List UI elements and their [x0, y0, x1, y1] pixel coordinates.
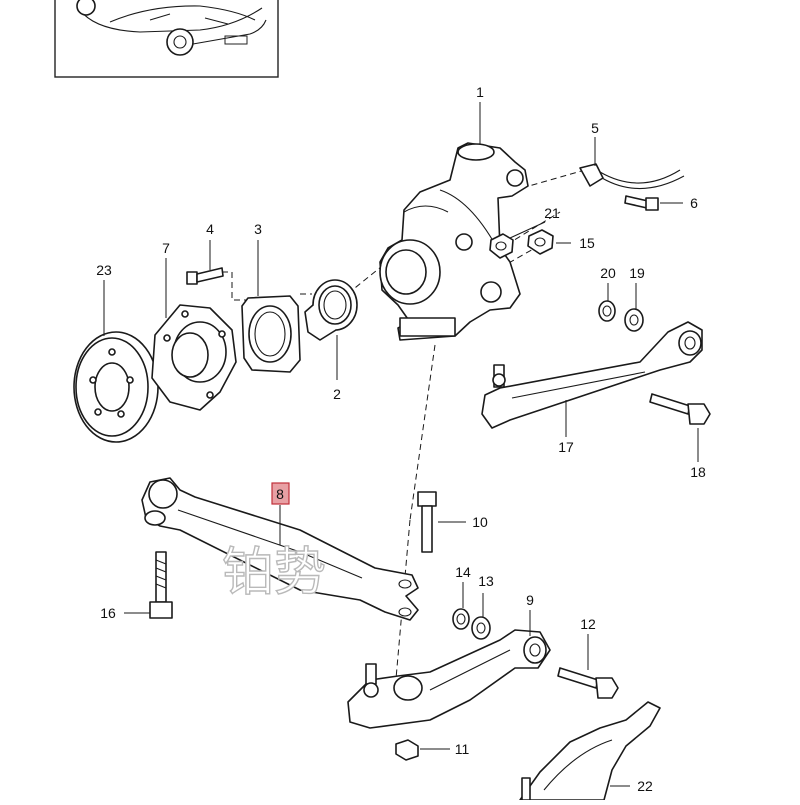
part-10-bolt: [417, 491, 437, 553]
callout-7: 7: [162, 240, 170, 256]
callout-10: 10: [472, 514, 488, 530]
part-12-bolt: [557, 667, 619, 699]
vehicle-thumbnail: [54, 0, 279, 78]
part-4-bolt: [186, 267, 224, 285]
part-15-nut: [527, 229, 554, 255]
watermark-text: 铂势: [222, 543, 326, 603]
callout-9: 9: [526, 592, 534, 608]
part-13-washer: [471, 616, 491, 640]
part-6-bolt: [624, 195, 659, 211]
callout-21: 21: [544, 205, 560, 221]
callout-15: 15: [579, 235, 595, 251]
callout-20: 20: [600, 265, 616, 281]
part-14-bushing: [452, 608, 470, 630]
callout-16: 16: [100, 605, 116, 621]
callout-11: 11: [455, 741, 470, 757]
callout-23: 23: [96, 262, 112, 278]
part-3-cover-plate: [241, 295, 301, 373]
callout-22: 22: [637, 778, 653, 794]
part-16-bolt: [149, 551, 173, 619]
part-5-speed-sensor: [579, 163, 685, 190]
part-23-wheel-hub: [73, 331, 159, 443]
callout-17: 17: [558, 439, 574, 455]
callout-8-highlight: [271, 482, 290, 505]
part-1-wheel-carrier: [379, 142, 529, 341]
callout-8: 8: [276, 486, 284, 502]
callout-13: 13: [478, 573, 494, 589]
part-20-bushing: [598, 300, 616, 322]
callout-18: 18: [690, 464, 706, 480]
part-19-washer: [624, 308, 644, 332]
callout-14: 14: [455, 564, 471, 580]
leader-lines: [103, 102, 699, 787]
part-17-toe-link: [481, 321, 703, 429]
part-11-nut: [395, 739, 419, 761]
callout-2: 2: [333, 386, 341, 402]
callout-4: 4: [206, 221, 214, 237]
part-21-nut: [489, 233, 514, 259]
part-9-lower-arm: [347, 629, 551, 729]
callout-labels: 1 2 3 4 5 6 7 8 9 10 11 12 13 14 15 16 1…: [96, 84, 706, 794]
callout-19: 19: [629, 265, 645, 281]
part-18-bolt: [649, 393, 711, 425]
callout-5: 5: [591, 120, 599, 136]
part-8-control-arm: [141, 477, 419, 621]
callout-12: 12: [580, 616, 596, 632]
callout-1: 1: [476, 84, 484, 100]
part-7-drive-flange: [151, 304, 237, 411]
part-22-bracket: [519, 701, 661, 801]
callout-3: 3: [254, 221, 262, 237]
callout-6: 6: [690, 195, 698, 211]
part-2-wheel-bearing: [304, 279, 358, 341]
